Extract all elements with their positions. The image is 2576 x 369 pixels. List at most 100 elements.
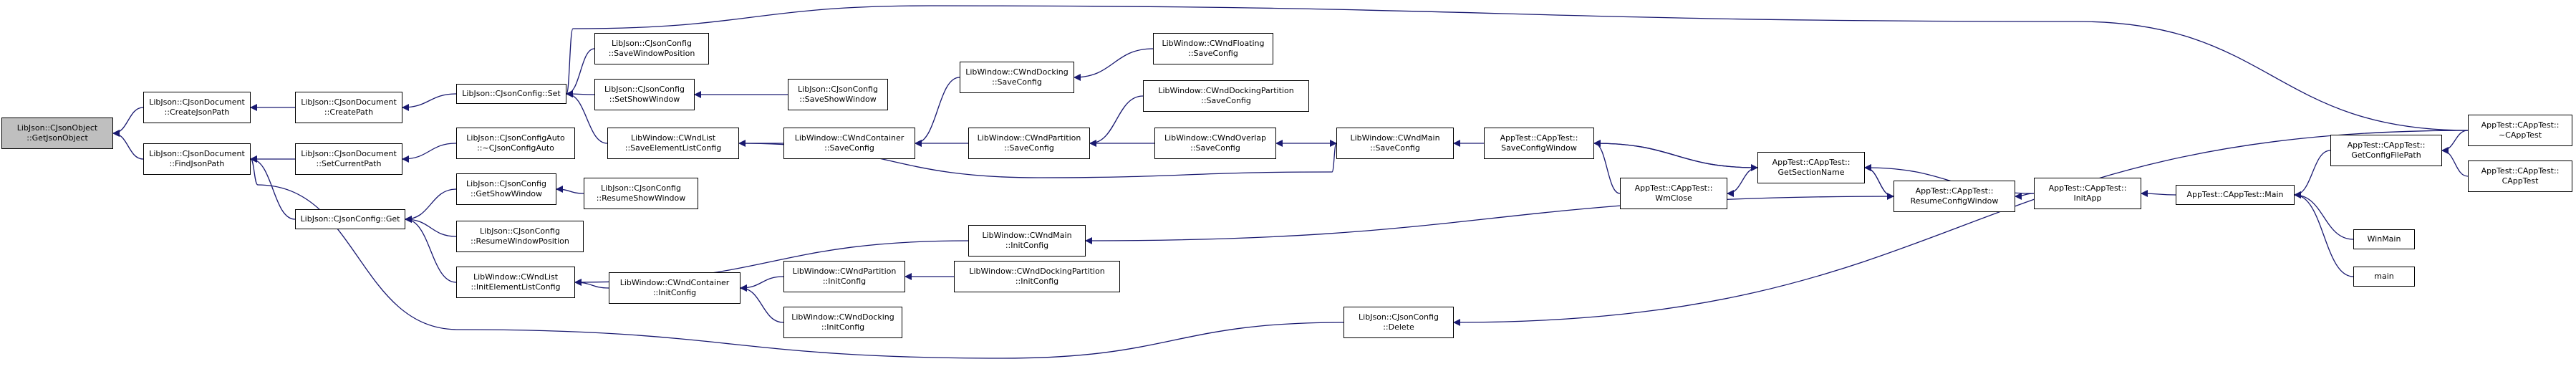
node-partition-saveconfig[interactable]: LibWindow::CWndPartition::SaveConfig [968, 128, 1090, 159]
node-label-line: WinMain [2367, 234, 2401, 244]
node-label-line: ::SaveConfig [1004, 143, 1054, 153]
edge-resumewindowposition-to-jsonconfig_get [405, 216, 457, 237]
node-findjsonpath[interactable]: LibJson::CJsonDocument::FindJsonPath [143, 143, 251, 175]
node-jsonconfig-delete[interactable]: LibJson::CJsonConfig::Delete [1344, 307, 1454, 338]
edge-resumeshowwindow-to-getshowwindow [556, 186, 584, 194]
node-label-line: AppTest::CAppTest:: [2347, 140, 2426, 150]
node-setcurrentpath[interactable]: LibJson::CJsonDocument::SetCurrentPath [295, 143, 402, 175]
node-label-line: GetConfigFilePath [2351, 150, 2421, 160]
node-label-line: ::SaveConfig [1370, 143, 1420, 153]
node-label-line: LibWindow::CWndList [473, 272, 559, 282]
node-saveshowwindow[interactable]: LibJson::CJsonConfig::SaveShowWindow [788, 79, 888, 110]
node-label-line: LibWindow::CWndDockingPartition [969, 267, 1105, 276]
node-label-line: ::SetShowWindow [609, 95, 680, 104]
node-list-initelementlistconfig[interactable]: LibWindow::CWndList::InitElementListConf… [456, 267, 575, 298]
edge-initapp-to-resumeconfigwindow [2015, 192, 2035, 200]
node-label-line: LibWindow::CWndDocking [791, 312, 894, 322]
node-label-line: ::SaveConfig [1190, 143, 1240, 153]
node-label-line: ::SaveConfig [1201, 96, 1251, 105]
node-label-line: ::InitElementListConfig [471, 282, 561, 292]
node-main-initconfig[interactable]: LibWindow::CWndMain::InitConfig [968, 225, 1086, 257]
node-apptest-dtor[interactable]: AppTest::CAppTest::~CAppTest [2468, 115, 2572, 146]
node-label-line: LibJson::CJsonConfig::Get [300, 214, 400, 224]
node-getsectionname[interactable]: AppTest::CAppTest::GetSectionName [1757, 152, 1865, 183]
node-label-line: LibWindow::CWndPartition [977, 133, 1081, 143]
node-label-line: CAppTest [2502, 176, 2539, 186]
node-list-saveelementlistconfig[interactable]: LibWindow::CWndList::SaveElementListConf… [607, 128, 739, 159]
node-label-line: LibWindow::CWndMain [982, 231, 1072, 240]
node-label-line: ::Delete [1383, 322, 1414, 332]
node-getshowwindow[interactable]: LibJson::CJsonConfig::GetShowWindow [456, 173, 556, 205]
node-label-line: LibWindow::CWndMain [1350, 133, 1440, 143]
node-createjsonpath[interactable]: LibJson::CJsonDocument::CreateJsonPath [143, 92, 251, 123]
node-label-line: LibJson::CJsonDocument [149, 97, 245, 107]
edge-apptest_main-to-initapp [2141, 190, 2176, 198]
node-jsonconfig-set[interactable]: LibJson::CJsonConfig::Set [456, 84, 566, 104]
edge-apptest_ctor-to-getconfigfilepath [2441, 147, 2469, 177]
node-label-line: ::SaveConfig [1188, 49, 1238, 58]
node-docking-saveconfig[interactable]: LibWindow::CWndDocking::SaveConfig [960, 62, 1074, 93]
node-label-line: ::InitConfig [822, 277, 867, 286]
node-overlap-saveconfig[interactable]: LibWindow::CWndOverlap::SaveConfig [1154, 128, 1276, 159]
node-dockingpartition-initconfig[interactable]: LibWindow::CWndDockingPartition::InitCon… [954, 261, 1120, 292]
edge-jsonconfig_set-to-createpath [402, 93, 457, 111]
node-main-saveconfig[interactable]: LibWindow::CWndMain::SaveConfig [1336, 128, 1454, 159]
node-resumeconfigwindow[interactable]: AppTest::CAppTest::ResumeConfigWindow [1894, 181, 2015, 212]
edge-main-to-apptest_main [2294, 191, 2354, 277]
node-label-line: LibWindow::CWndContainer [619, 278, 730, 287]
node-label-line: LibJson::CJsonConfig [612, 39, 692, 48]
node-partition-initconfig[interactable]: LibWindow::CWndPartition::InitConfig [783, 261, 905, 292]
node-label-line: WmClose [1655, 193, 1692, 203]
node-label-line: AppTest::CAppTest:: [2048, 183, 2127, 193]
node-label-line: LibJson::CJsonConfig [604, 85, 685, 94]
node-label-line: LibJson::CJsonDocument [301, 149, 397, 158]
node-resumeshowwindow[interactable]: LibJson::CJsonConfig::ResumeShowWindow [584, 178, 698, 209]
node-dockingpartition-saveconfig[interactable]: LibWindow::CWndDockingPartition::SaveCon… [1143, 80, 1309, 112]
node-floating-saveconfig[interactable]: LibWindow::CWndFloating::SaveConfig [1153, 33, 1273, 64]
node-container-initconfig[interactable]: LibWindow::CWndContainer::InitConfig [609, 272, 741, 304]
node-label-line: LibJson::CJsonDocument [301, 97, 397, 107]
edge-configauto_dtor-to-setcurrentpath [402, 143, 457, 163]
node-label-line: ::FindJsonPath [169, 159, 225, 168]
node-label-line: GetSectionName [1777, 168, 1845, 177]
node-getjsonobject[interactable]: LibJson::CJsonObject::GetJsonObject [1, 118, 113, 149]
edge-getconfigfilepath-to-apptest_main [2294, 150, 2331, 198]
edge-partition_initconfig-to-container_initconfig [740, 276, 784, 292]
node-apptest-ctor[interactable]: AppTest::CAppTest::CAppTest [2468, 160, 2572, 192]
node-apptest-main[interactable]: AppTest::CAppTest::Main [2176, 185, 2295, 205]
node-jsonconfig-get[interactable]: LibJson::CJsonConfig::Get [295, 209, 405, 229]
edge-docking_initconfig-to-container_initconfig [740, 284, 784, 323]
node-label-line: LibWindow::CWndDocking [965, 67, 1068, 77]
node-label-line: AppTest::CAppTest:: [1772, 158, 1851, 167]
node-label-line: LibWindow::CWndDockingPartition [1158, 86, 1294, 95]
node-label-line: LibJson::CJsonConfig [1359, 312, 1439, 322]
node-savewindowposition[interactable]: LibJson::CJsonConfig::SaveWindowPosition [594, 33, 709, 64]
node-docking-initconfig[interactable]: LibWindow::CWndDocking::InitConfig [783, 307, 902, 338]
edge-getsectionname-to-resumeconfigwindow [1864, 167, 1894, 200]
node-label-line: AppTest::CAppTest:: [1915, 186, 1994, 196]
node-label-line: ::InitConfig [1005, 241, 1049, 250]
node-container-saveconfig[interactable]: LibWindow::CWndContainer::SaveConfig [783, 128, 915, 159]
node-resumewindowposition[interactable]: LibJson::CJsonConfig::ResumeWindowPositi… [456, 221, 584, 252]
node-label-line: ::SetCurrentPath [316, 159, 382, 168]
node-label-line: AppTest::CAppTest:: [2481, 166, 2560, 176]
node-winmain[interactable]: WinMain [2353, 229, 2415, 249]
node-label-line: ::~CJsonConfigAuto [477, 143, 554, 153]
edge-winmain-to-apptest_main [2294, 191, 2354, 240]
node-wmclose[interactable]: AppTest::CAppTest::WmClose [1620, 178, 1727, 209]
node-label-line: AppTest::CAppTest:: [1500, 133, 1578, 143]
edge-findjsonpath-to-getjsonobject [112, 130, 144, 160]
node-createpath[interactable]: LibJson::CJsonDocument::CreatePath [295, 92, 402, 123]
node-label-line: ::ResumeWindowPosition [471, 236, 569, 246]
node-setshowwindow[interactable]: LibJson::CJsonConfig::SetShowWindow [594, 79, 695, 110]
node-saveconfigwindow[interactable]: AppTest::CAppTest::SaveConfigWindow [1484, 128, 1594, 159]
node-label-line: ::SaveConfig [824, 143, 874, 153]
node-main[interactable]: main [2353, 267, 2415, 287]
node-initapp[interactable]: AppTest::CAppTest::InitApp [2034, 178, 2141, 209]
node-configauto-dtor[interactable]: LibJson::CJsonConfigAuto::~CJsonConfigAu… [456, 128, 575, 159]
node-getconfigfilepath[interactable]: AppTest::CAppTest::GetConfigFilePath [2330, 135, 2442, 166]
edge-jsonconfig_get-to-findjsonpath [250, 155, 296, 220]
node-label-line: ::InitConfig [1015, 277, 1059, 286]
node-label-line: LibJson::CJsonObject [16, 123, 98, 133]
